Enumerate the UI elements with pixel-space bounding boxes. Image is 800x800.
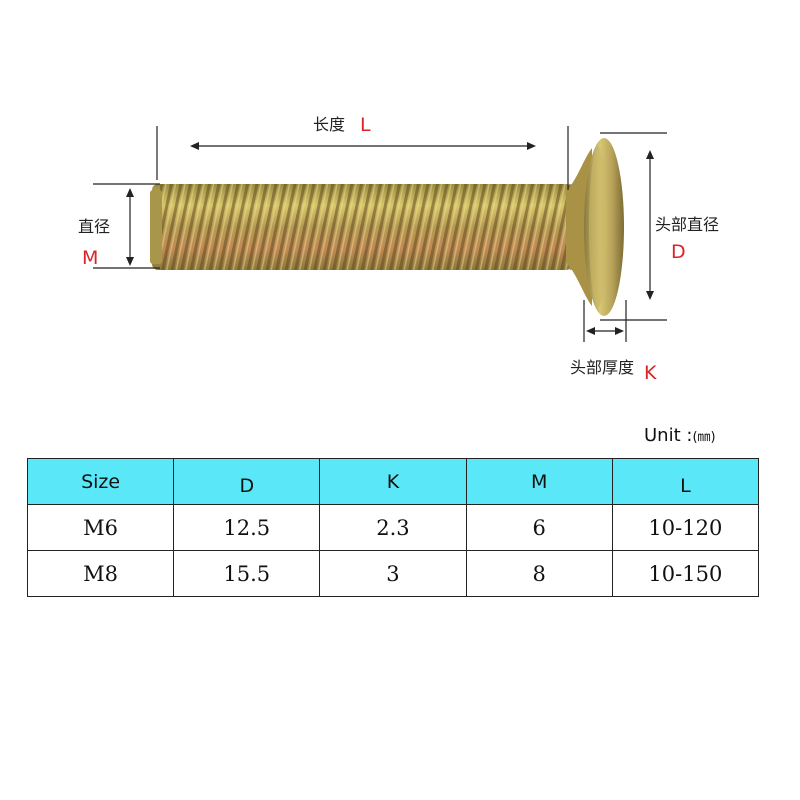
unit-label: Unit :(㎜) bbox=[644, 425, 716, 446]
diameter-label: 直径 bbox=[78, 217, 110, 236]
header-k: K bbox=[319, 458, 467, 505]
header-size: Size bbox=[26, 458, 175, 505]
cell-l: 10-120 bbox=[611, 504, 760, 551]
length-label: 长度 bbox=[313, 115, 345, 134]
header-l: L bbox=[611, 458, 760, 505]
head-diameter-label: 头部直径 bbox=[655, 215, 719, 234]
table-row: M6 12.5 2.3 6 10-120 bbox=[26, 504, 760, 551]
header-d: D bbox=[173, 458, 321, 505]
cell-size: M8 bbox=[26, 550, 175, 597]
head-thickness-symbol: K bbox=[644, 362, 657, 384]
unit-prefix: Unit : bbox=[644, 425, 693, 446]
header-l-text: L bbox=[680, 474, 691, 497]
spec-table: Size D K M L M6 12.5 2.3 6 10-120 M8 15.… bbox=[26, 458, 760, 597]
bolt-head bbox=[566, 138, 624, 316]
head-thickness-label: 头部厚度 bbox=[570, 358, 634, 377]
bolt-dimension-diagram: 长度 L 直径 M 头部直径 D 头部厚度 K bbox=[78, 114, 719, 384]
cell-d: 12.5 bbox=[173, 504, 321, 551]
dimension-arrows bbox=[126, 142, 654, 335]
diameter-symbol: M bbox=[82, 247, 98, 269]
table-header-row: Size D K M L bbox=[26, 458, 760, 505]
header-d-text: D bbox=[239, 474, 255, 497]
cell-m: 8 bbox=[465, 550, 613, 597]
head-diameter-symbol: D bbox=[671, 241, 686, 263]
bolt-shank bbox=[150, 184, 572, 270]
cell-k: 3 bbox=[319, 550, 467, 597]
cell-d: 15.5 bbox=[173, 550, 321, 597]
cell-k: 2.3 bbox=[319, 504, 467, 551]
cell-size: M6 bbox=[26, 504, 175, 551]
extension-lines bbox=[93, 126, 667, 342]
length-symbol: L bbox=[360, 114, 371, 136]
header-m: M bbox=[465, 458, 613, 505]
cell-m: 6 bbox=[465, 504, 613, 551]
unit-value: (㎜) bbox=[692, 430, 716, 445]
cell-l: 10-150 bbox=[611, 550, 760, 597]
table-row: M8 15.5 3 8 10-150 bbox=[26, 550, 760, 597]
